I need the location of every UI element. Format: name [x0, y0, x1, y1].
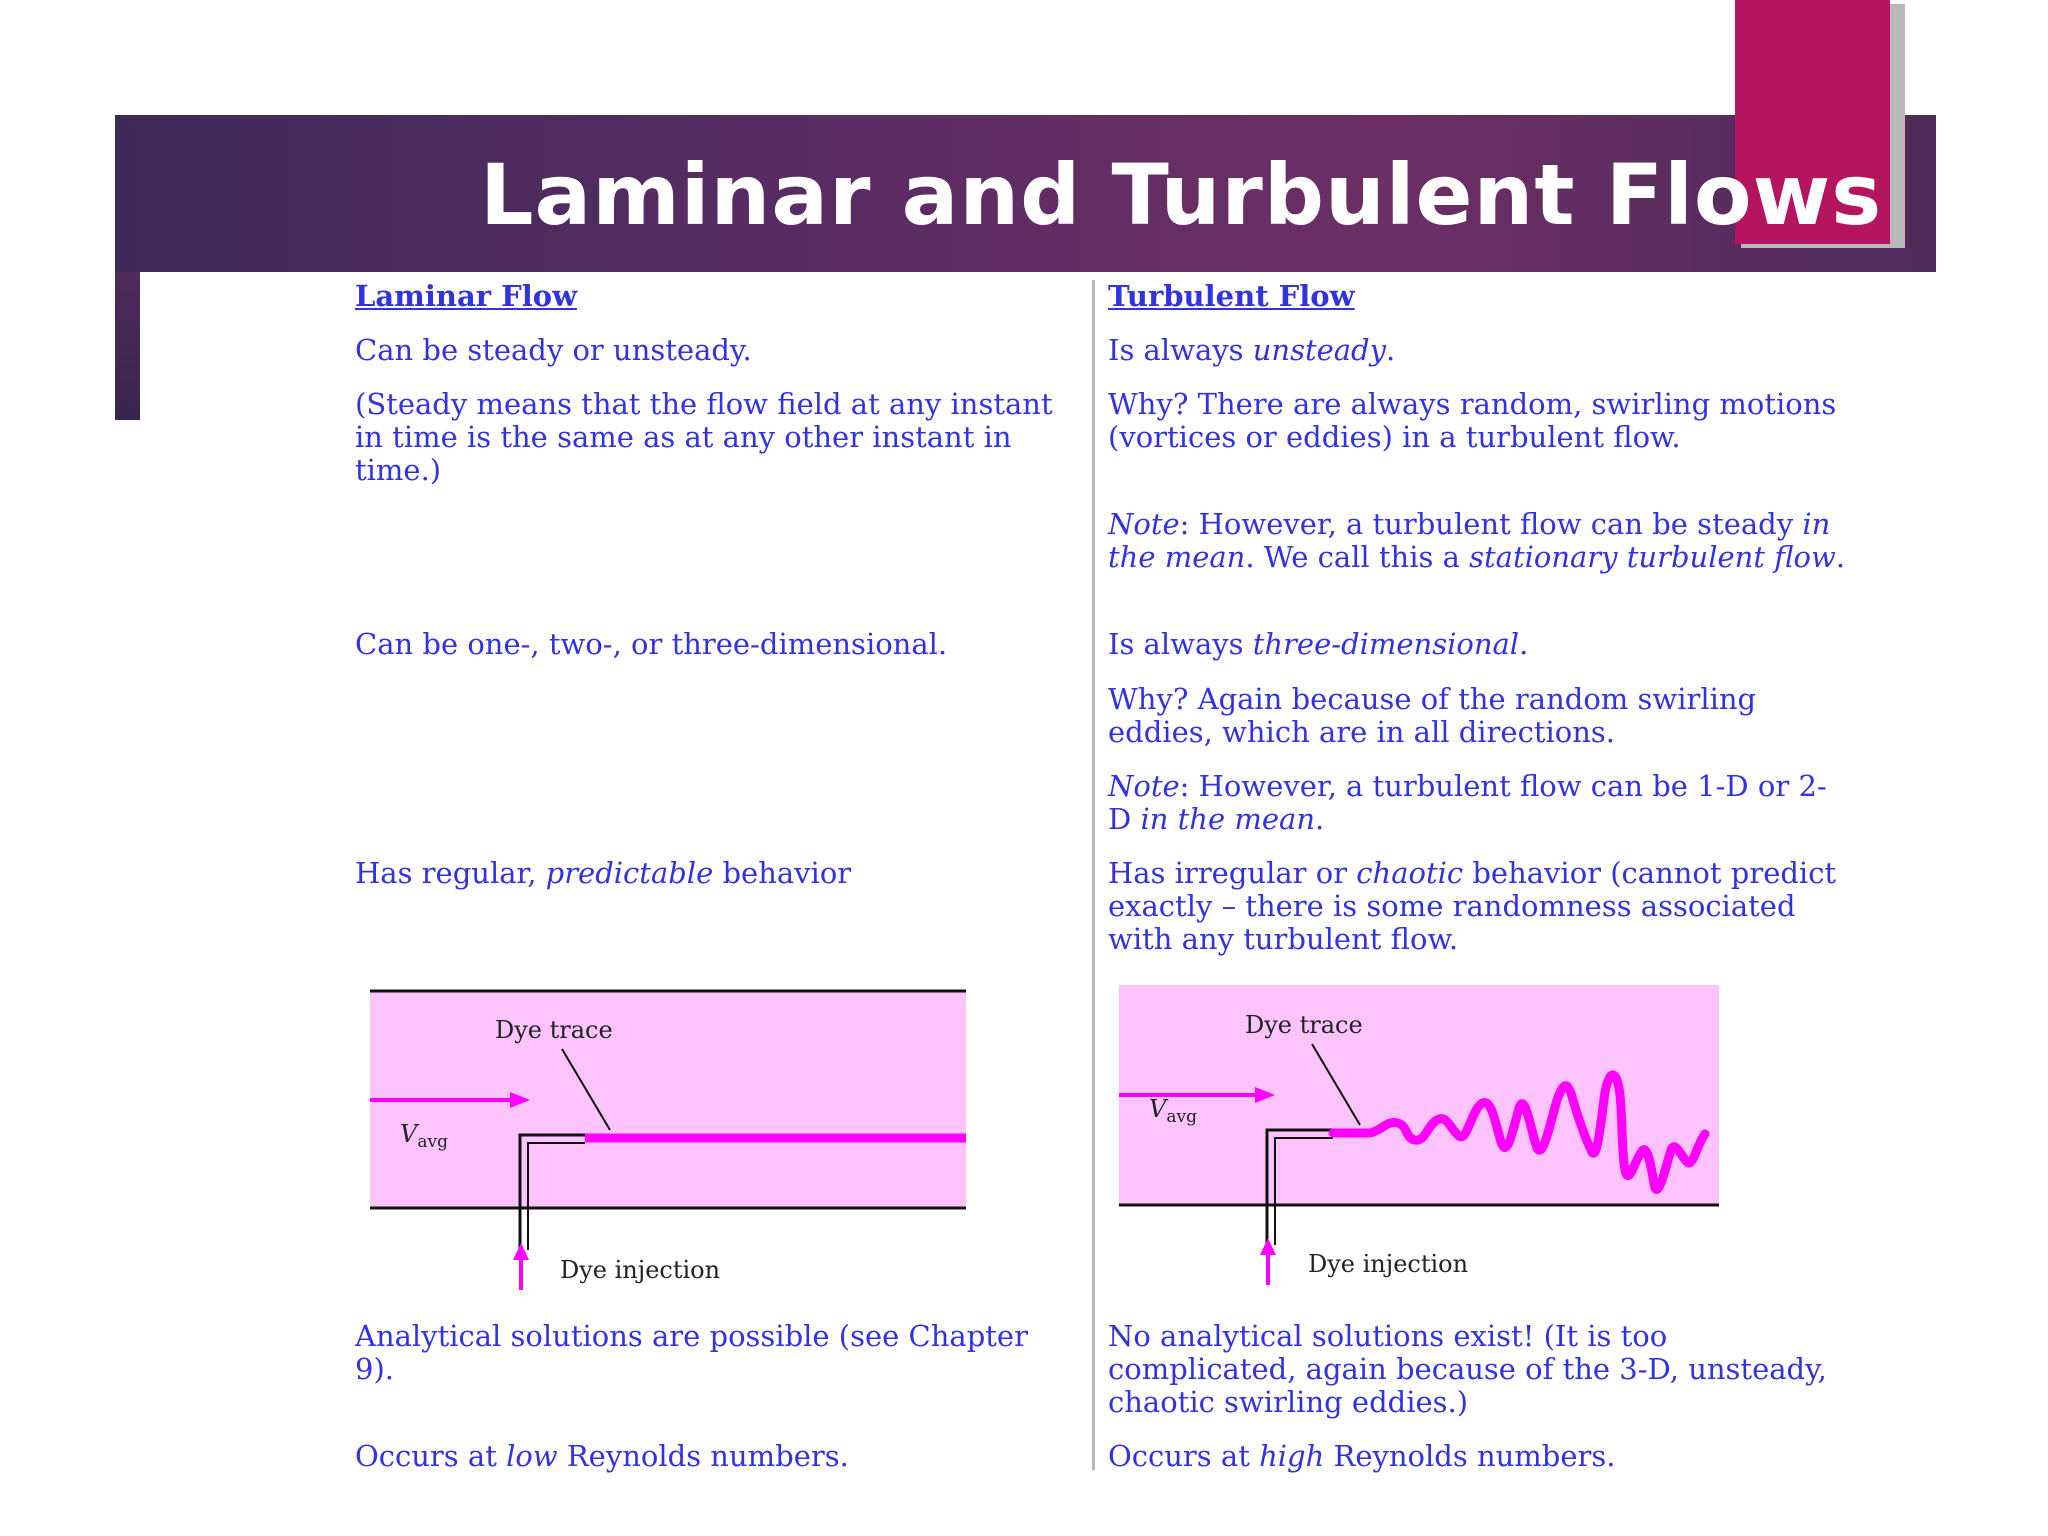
turbulent-heading: Turbulent Flow [1108, 279, 1355, 313]
turbulent-why-2: Why? Again because of the random swirlin… [1108, 682, 1757, 749]
turbulent-diagram: Vavg Dye trace Dye injection [1115, 980, 1740, 1290]
turbulent-injection-arrowhead [1260, 1238, 1276, 1255]
turbulent-behavior: Has irregular or chaotic behavior (canno… [1108, 856, 1837, 956]
turbulent-why-1: Why? There are always random, swirling m… [1108, 387, 1837, 454]
laminar-steady-note: (Steady means that the flow field at any… [355, 387, 1053, 487]
laminar-solutions: Analytical solutions are possible (see C… [355, 1319, 1028, 1386]
title-bar-stub [115, 272, 140, 420]
content-panel [140, 272, 1930, 1512]
laminar-vavg-arrowhead [510, 1092, 530, 1108]
turbulent-injector-outer [1265, 1128, 1333, 1245]
laminar-heading: Laminar Flow [355, 279, 578, 313]
turbulent-vavg-arrowhead [1255, 1087, 1275, 1103]
laminar-injection-arrowhead [513, 1243, 529, 1260]
column-divider [1092, 280, 1095, 1470]
laminar-injector-inner [527, 1142, 585, 1250]
turbulent-dimensional: Is always three-dimensional. [1108, 627, 1529, 661]
turbulent-always-unsteady: Is always unsteady. [1108, 333, 1396, 367]
turbulent-reynolds: Occurs at high Reynolds numbers. [1108, 1439, 1616, 1473]
laminar-dye-trace-label: Dye trace [495, 1016, 613, 1044]
turbulent-note-1: Note: However, a turbulent flow can be s… [1108, 507, 1846, 574]
laminar-diagram: Vavg Dye trace Dye injection [365, 985, 975, 1295]
laminar-reynolds: Occurs at low Reynolds numbers. [355, 1439, 849, 1473]
laminar-dye-injection-label: Dye injection [560, 1256, 720, 1284]
turbulent-dye-trace-leader [1311, 1043, 1361, 1126]
laminar-dimensional: Can be one-, two-, or three-dimensional. [355, 627, 948, 661]
turbulent-solutions: No analytical solutions exist! (It is to… [1108, 1319, 1827, 1419]
turbulent-vavg-label: Vavg [1149, 1095, 1197, 1127]
title-bar [115, 115, 1936, 272]
laminar-injector-outer [518, 1133, 585, 1250]
laminar-dye-trace-leader [561, 1048, 611, 1131]
turbulent-dye-injection-label: Dye injection [1308, 1250, 1468, 1278]
turbulent-injector-inner [1274, 1137, 1333, 1245]
laminar-behavior: Has regular, predictable behavior [355, 856, 852, 890]
turbulent-dye-streak [1328, 1070, 1710, 1194]
laminar-steady: Can be steady or unsteady. [355, 333, 752, 367]
laminar-vavg-label: Vavg [400, 1120, 448, 1152]
turbulent-dye-trace-label: Dye trace [1245, 1011, 1363, 1039]
page-title: Laminar and Turbulent Flows [480, 146, 1883, 244]
accent-block [1735, 0, 1890, 244]
turbulent-note-2: Note: However, a turbulent flow can be 1… [1108, 769, 1827, 836]
